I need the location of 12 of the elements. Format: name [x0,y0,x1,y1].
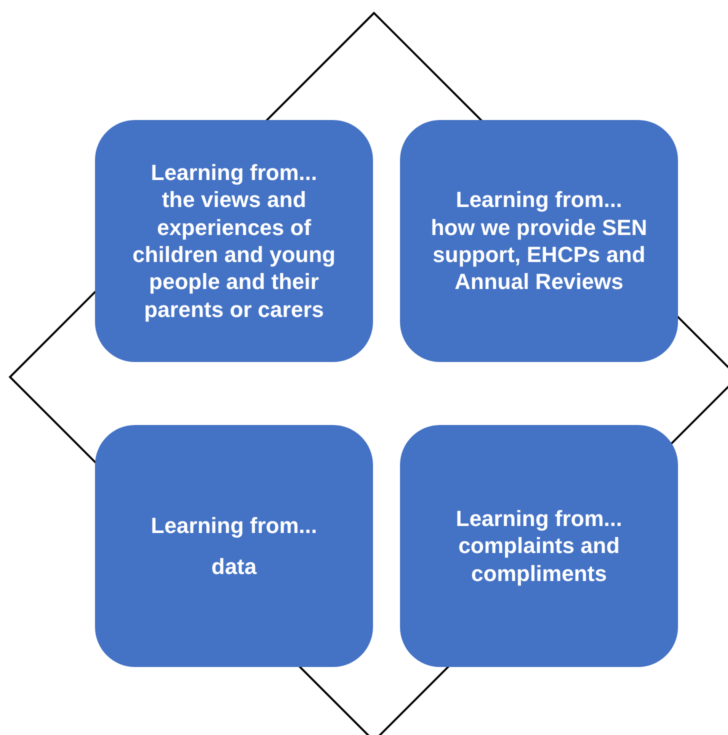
rounded-box [400,425,678,667]
box-text: the views and experiences of children and young people and their parents or carers [132,186,336,323]
box-text: how we provide SEN support, EHCPs and Annual Reviews [430,214,648,296]
rounded-box [95,120,373,362]
box-heading: Learning from... [456,505,622,532]
rounded-box [400,120,678,362]
box-heading: Learning from... [150,159,318,186]
box-text: data [211,553,257,580]
rounded-box [95,425,373,667]
box-text: complaints and compliments [457,532,621,587]
box-heading: Learning from... [456,186,622,214]
box-heading: Learning from... [150,512,318,539]
